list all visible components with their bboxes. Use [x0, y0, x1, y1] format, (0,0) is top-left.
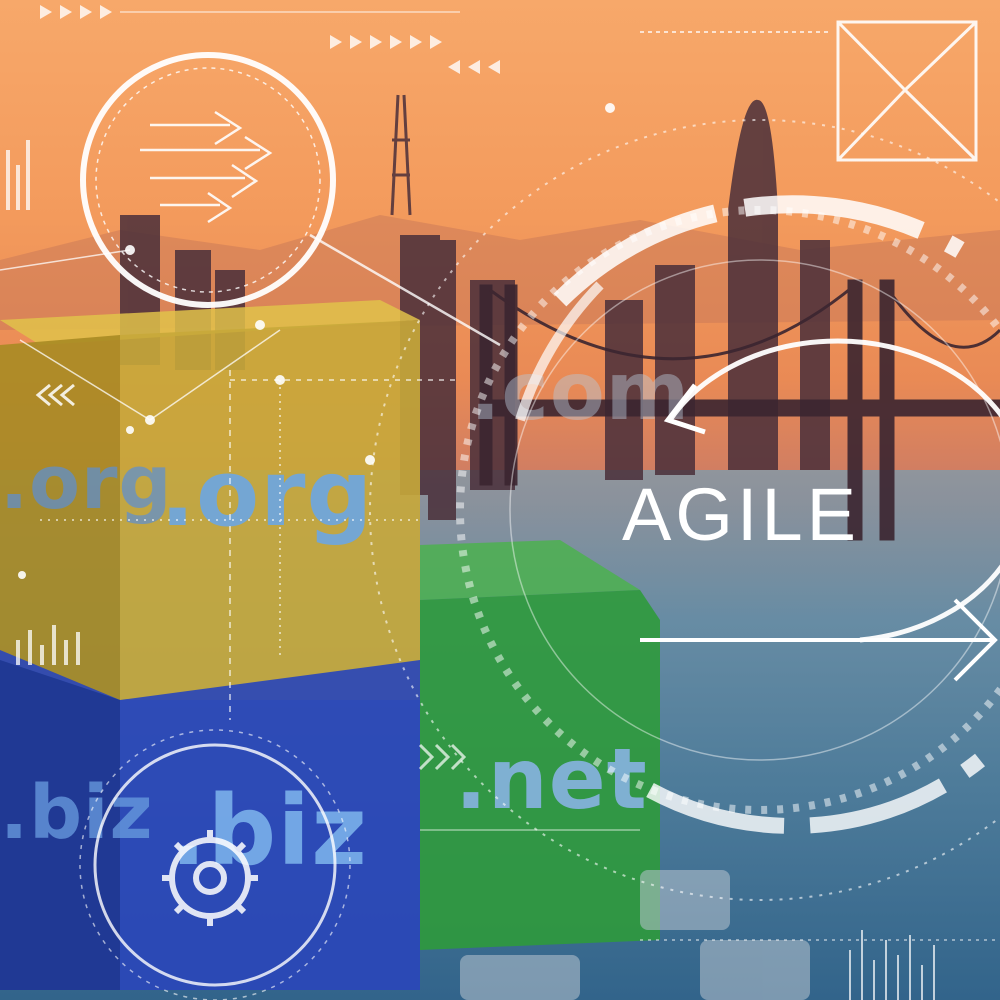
right-arrows-icon: [140, 110, 273, 224]
left-chevrons-icon: [35, 383, 75, 407]
org-cube-front: [120, 320, 420, 700]
gear-ring: [93, 743, 337, 987]
keyboard: [460, 870, 810, 1000]
org-cube-top: [0, 300, 420, 345]
org-cube-side: [0, 335, 120, 700]
org-cube-label: .org: [160, 440, 374, 547]
cycle-arrow-icon: [663, 383, 706, 435]
right-chevrons-icon: [418, 743, 467, 771]
geometric-logo-icon: [836, 20, 978, 162]
net-cube-front: [420, 590, 660, 950]
net-cube-label: .net: [455, 730, 648, 828]
arrows-circle: [80, 52, 336, 308]
bar-meter-bottom-right: [849, 930, 935, 1000]
net-cube-top: [420, 540, 640, 600]
forward-arrow-icon: [953, 598, 998, 682]
cycle-loop: [667, 338, 1000, 643]
org-cube-side-label: .org: [0, 440, 173, 526]
com-ghost-label: .com: [470, 345, 691, 438]
agile-label: AGILE: [622, 473, 860, 556]
triangle-arrows-icon: [40, 5, 500, 74]
gear-icon: [162, 830, 258, 926]
bar-meter-left: [6, 140, 80, 665]
